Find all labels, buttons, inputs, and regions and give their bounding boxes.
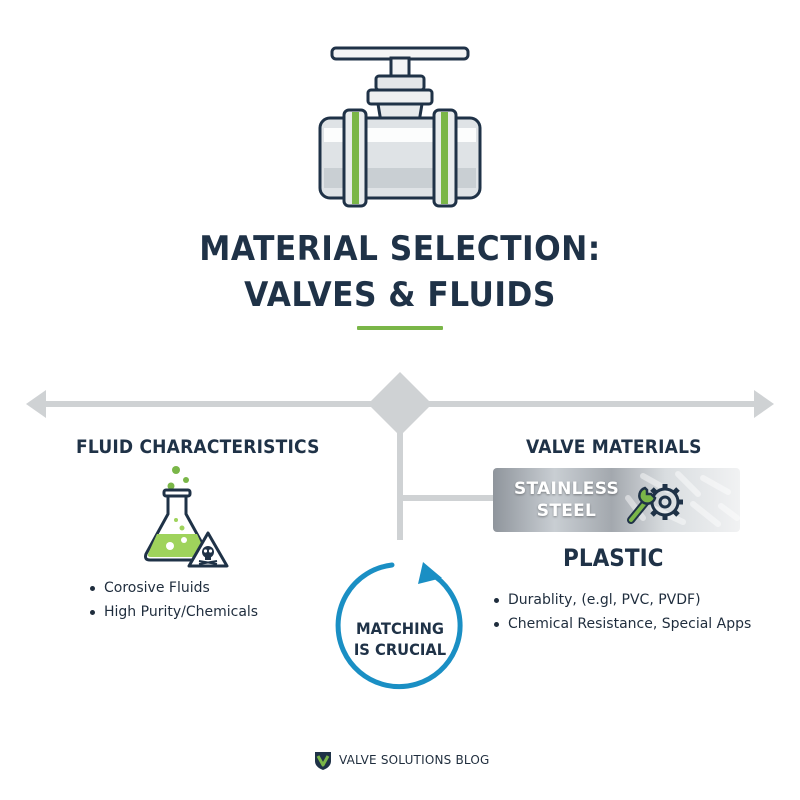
list-item: High Purity/Chemicals — [90, 600, 258, 624]
page-title: MATERIAL SELECTION: VALVES & FLUIDS — [32, 226, 768, 318]
valve-icon — [318, 46, 482, 208]
cycle-arrow-icon — [335, 562, 463, 690]
valve-materials-heading: VALVE MATERIALS — [526, 436, 702, 458]
title-underline — [357, 326, 443, 330]
fluid-bullet-list: Corosive Fluids High Purity/Chemicals — [90, 576, 258, 624]
matching-label: MATCHING IS CRUCIAL — [341, 618, 459, 660]
stainless-steel-label: STAINLESS STEEL — [513, 479, 620, 521]
list-item: Chemical Resistance, Special Apps — [494, 612, 751, 636]
valve-bullet-text: Chemical Resistance, Special Apps — [508, 616, 752, 632]
right-arrowhead — [754, 390, 774, 418]
left-arrowhead — [26, 390, 46, 418]
stainless-steel-banner: STAINLESS STEEL — [493, 468, 740, 532]
valve-bullet-list: Durablity, (e.gl, PVC, PVDF) Chemical Re… — [494, 588, 751, 636]
valve-bullet-text: Durablity, (e.gl, PVC, PVDF) — [508, 592, 701, 608]
center-diamond — [368, 372, 432, 436]
title-line-2: VALVES & FLUIDS — [244, 275, 556, 315]
matching-line-1: MATCHING — [356, 619, 444, 638]
plastic-heading: PLASTIC — [563, 544, 664, 572]
fluid-characteristics-heading: FLUID CHARACTERISTICS — [76, 436, 320, 458]
matching-line-2: IS CRUCIAL — [353, 640, 447, 659]
title-line-1: MATERIAL SELECTION: — [199, 229, 601, 269]
wrench-gear-icon — [627, 484, 683, 524]
footer-brand-text: VALVE SOLUTIONS BLOG — [339, 753, 490, 767]
fluid-bullet-text: Corosive Fluids — [104, 580, 210, 596]
fluid-bullet-text: High Purity/Chemicals — [104, 604, 259, 620]
list-item: Corosive Fluids — [90, 576, 258, 600]
hazard-skull-icon — [187, 531, 229, 568]
list-item: Durablity, (e.gl, PVC, PVDF) — [494, 588, 751, 612]
footer-brand: VALVE SOLUTIONS BLOG — [312, 748, 490, 772]
brand-logo-icon — [315, 752, 331, 770]
